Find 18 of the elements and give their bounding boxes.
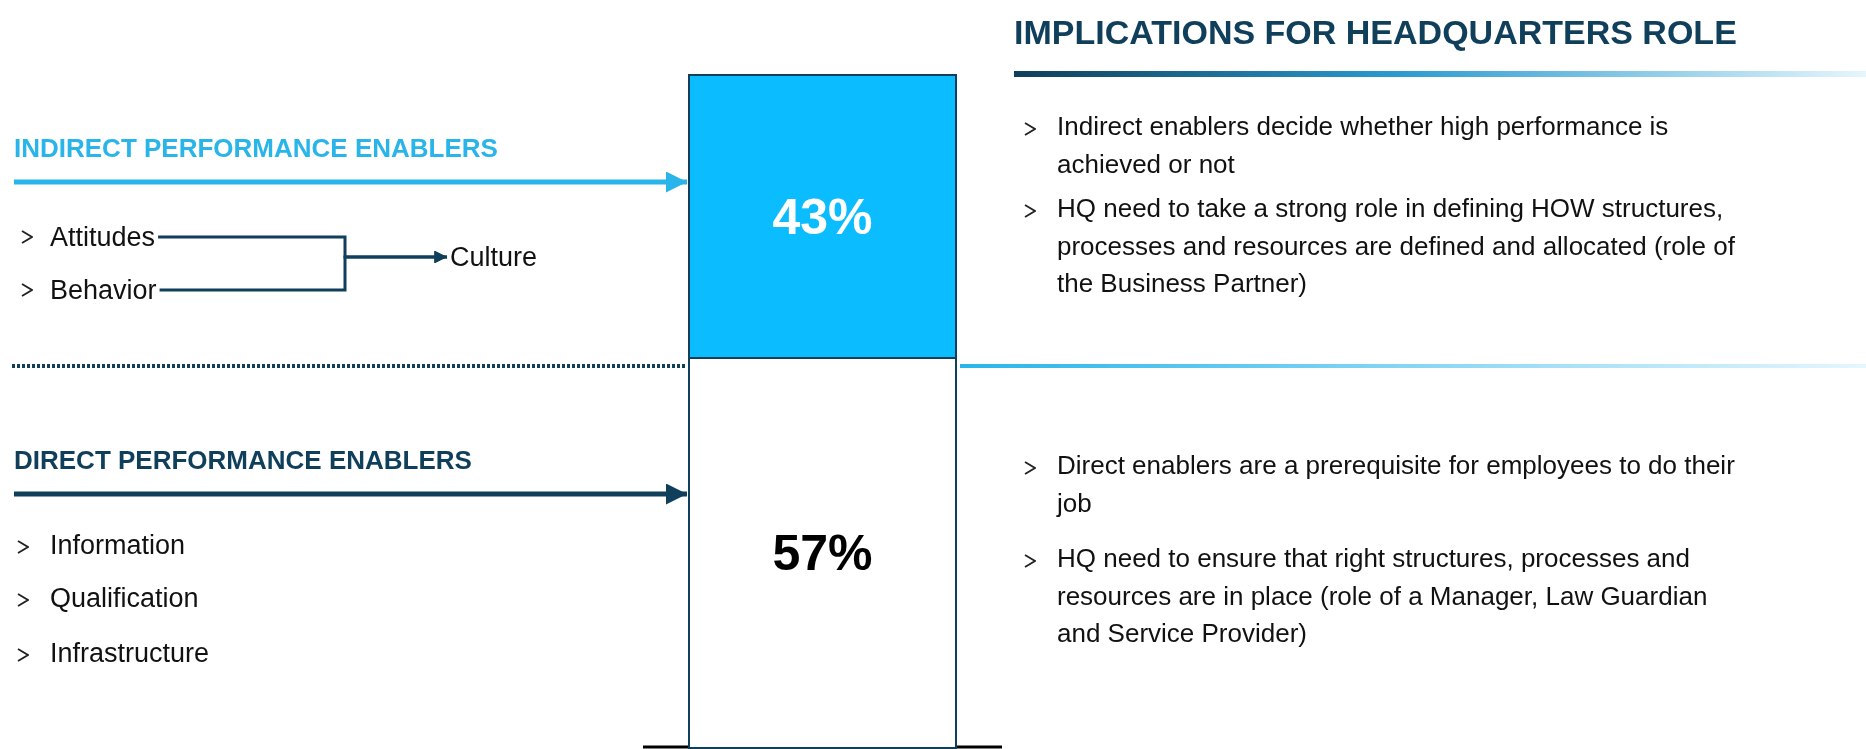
percentage-bar-segment: 57% bbox=[688, 359, 957, 749]
section-heading: INDIRECT PERFORMANCE ENABLERS bbox=[14, 132, 498, 165]
bullet-text: Direct enablers are a prerequisite for employees to do their job bbox=[1057, 449, 1736, 520]
list-item: Information bbox=[50, 529, 186, 562]
arrow bbox=[159, 250, 447, 292]
list-item: Qualification bbox=[50, 582, 199, 615]
arrow bbox=[14, 483, 687, 505]
list-item: Infrastructure bbox=[50, 637, 210, 670]
section-heading: DIRECT PERFORMANCE ENABLERS bbox=[14, 444, 472, 477]
bullet-text: Indirect enablers decide whether high performance is achieved or not bbox=[1057, 110, 1670, 181]
bullet-text: HQ need to ensure that right structures, processes and resources are in place (role of a Manager, Law Guardian and Service Provider) bbox=[1057, 542, 1709, 651]
list-item: Attitudes bbox=[50, 220, 180, 254]
result-text: Culture bbox=[450, 240, 560, 274]
arrow bbox=[14, 171, 687, 193]
bullet-text: HQ need to take a strong role in defining HOW structures, processes and resources are defined and allocated (role of the Business Partner) bbox=[1057, 192, 1736, 301]
list-item: Behavior bbox=[50, 273, 180, 307]
section-heading: IMPLICATIONS FOR HEADQUARTERS ROLE bbox=[1014, 12, 1737, 53]
percentage-bar-segment: 43% bbox=[688, 74, 957, 359]
